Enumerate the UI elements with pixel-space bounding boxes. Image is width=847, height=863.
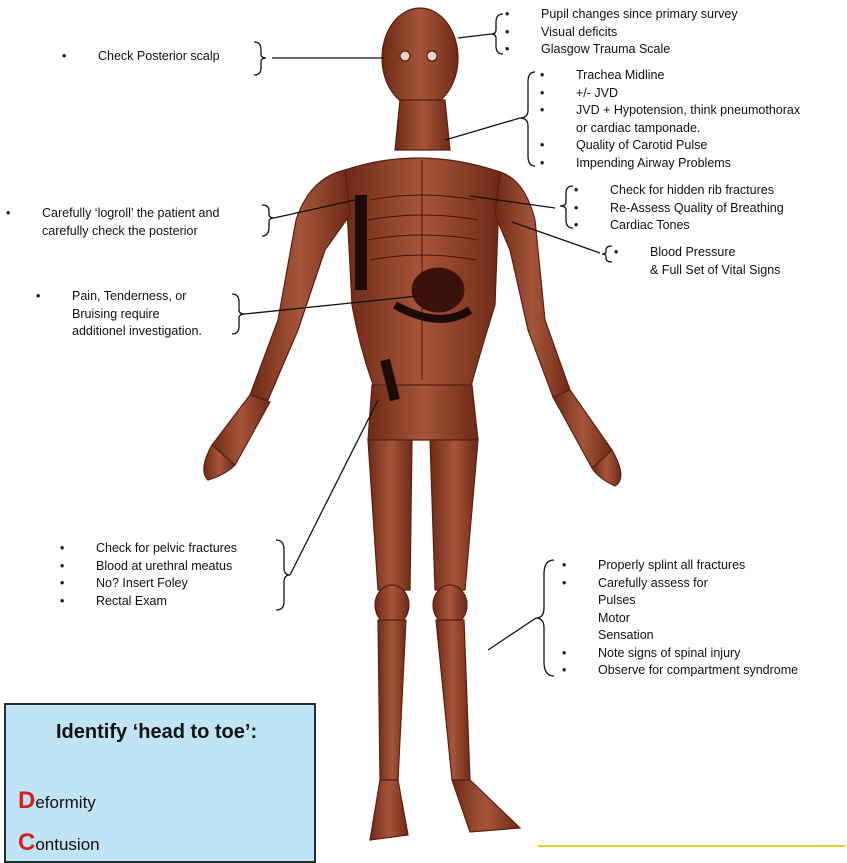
note-head-line: Visual deficits	[541, 25, 617, 39]
note-chest-line: Check for hidden rib fractures	[610, 183, 774, 197]
note-limbs-line: Note signs of spinal injury	[598, 646, 740, 660]
note-head-line: Glasgow Trauma Scale	[541, 42, 670, 56]
legend-item-deformity: Deformity	[18, 787, 96, 815]
note-limbs-line: Carefully assess for	[598, 576, 708, 590]
legend-item-rest: eformity	[35, 793, 95, 812]
legend-item-initial: D	[18, 787, 35, 814]
brace-head	[491, 14, 503, 54]
note-abdomen-line: Bruising require	[72, 307, 160, 321]
note-limbs: Properly splint all fractures Carefully …	[562, 557, 798, 680]
note-pelvis-line: Rectal Exam	[96, 594, 167, 608]
note-neck-line: JVD + Hypotension, think pneumothorax	[576, 103, 800, 117]
brace-neck	[520, 72, 535, 166]
legend-item-contusion: Contusion	[18, 829, 100, 857]
note-chest: Check for hidden rib fractures Re-Assess…	[574, 182, 784, 235]
note-pelvis: Check for pelvic fractures Blood at uret…	[60, 540, 237, 610]
note-neck-line: +/- JVD	[576, 86, 618, 100]
dcap-legend-box: Identify ‘head to toe’: Deformity Contus…	[4, 703, 316, 863]
note-head-line: Pupil changes since primary survey	[541, 7, 738, 21]
brace-abdomen	[232, 294, 245, 334]
legend-item-initial: C	[18, 829, 35, 856]
note-limbs-line: Properly splint all fractures	[598, 558, 745, 572]
note-vitals-line: & Full Set of Vital Signs	[650, 263, 780, 277]
brace-scalp	[254, 42, 266, 75]
brace-chest	[560, 186, 573, 228]
note-head: Pupil changes since primary survey Visua…	[505, 6, 738, 59]
brace-logroll	[262, 205, 274, 236]
note-logroll-line: carefully check the posterior	[42, 224, 198, 238]
note-limbs-line: Pulses	[598, 593, 636, 607]
note-limbs-line: Sensation	[598, 628, 654, 642]
note-neck-line: Quality of Carotid Pulse	[576, 138, 707, 152]
note-vitals-line: Blood Pressure	[650, 245, 735, 259]
brace-limbs	[536, 560, 554, 676]
divider-line	[538, 845, 845, 847]
legend-item-rest: ontusion	[35, 835, 99, 854]
brace-pelvis	[276, 540, 290, 610]
note-pelvis-line: Check for pelvic fractures	[96, 541, 237, 555]
brace-vitals	[602, 246, 612, 262]
note-pelvis-line: No? Insert Foley	[96, 576, 188, 590]
note-limbs-line: Observe for compartment syndrome	[598, 663, 798, 677]
note-chest-line: Cardiac Tones	[610, 218, 690, 232]
note-neck-line: or cardiac tamponade.	[576, 121, 700, 135]
note-abdomen-line: additionel investigation.	[72, 324, 202, 338]
note-abdomen-line: Pain, Tenderness, or	[72, 289, 186, 303]
note-vitals: Blood Pressure & Full Set of Vital Signs	[614, 244, 780, 279]
note-neck-line: Impending Airway Problems	[576, 156, 731, 170]
note-neck: Trachea Midline +/- JVD JVD + Hypotensio…	[540, 67, 800, 172]
note-scalp-line: Check Posterior scalp	[98, 49, 220, 63]
note-scalp: Check Posterior scalp	[62, 48, 220, 66]
note-limbs-line: Motor	[598, 611, 630, 625]
note-chest-line: Re-Assess Quality of Breathing	[610, 201, 784, 215]
note-pelvis-line: Blood at urethral meatus	[96, 559, 232, 573]
note-logroll: Carefully ‘logroll’ the patient and care…	[6, 205, 219, 240]
legend-title: Identify ‘head to toe’:	[56, 721, 257, 744]
note-neck-line: Trachea Midline	[576, 68, 664, 82]
note-abdomen: Pain, Tenderness, or Bruising require ad…	[36, 288, 202, 341]
note-logroll-line: Carefully ‘logroll’ the patient and	[42, 206, 219, 220]
